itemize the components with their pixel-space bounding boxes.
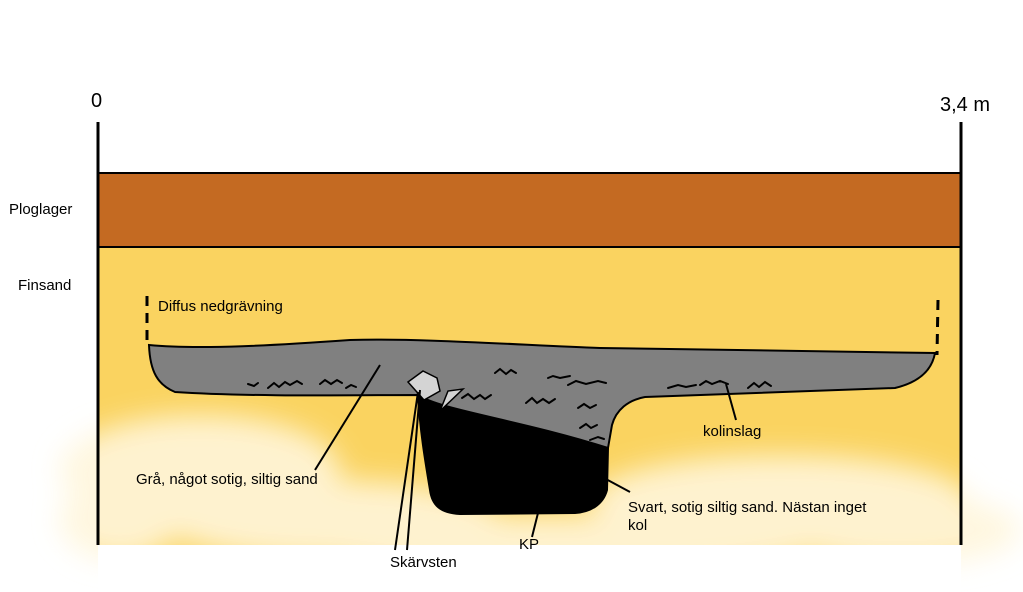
diffuse-edge-right xyxy=(935,299,940,356)
charcoal-inclusions xyxy=(247,367,772,441)
grey-sand-label: Grå, något sotig, siltig sand xyxy=(136,471,318,488)
plough-layer xyxy=(98,173,961,247)
charcoal-label: kolinslag xyxy=(703,423,762,440)
plough-layer-label: Ploglager xyxy=(9,201,73,218)
fire-stone-1 xyxy=(406,370,441,401)
fire-stone-label: Skärvsten xyxy=(390,554,457,571)
diffuse-cut-label: Diffus nedgrävning xyxy=(158,298,283,315)
fine-sand-label: Finsand xyxy=(18,277,72,294)
bottom-white xyxy=(98,545,961,592)
fire-stone-2 xyxy=(439,387,466,412)
leader-lines xyxy=(314,364,737,551)
scale-start-label: 0 xyxy=(91,90,103,112)
scale-end-label: 3,4 m xyxy=(940,94,991,116)
kp-label: KP xyxy=(519,536,540,553)
grey-sand-fill xyxy=(147,338,937,450)
black-sand-label: Svart, sotig siltig sand. Nästan inget k… xyxy=(628,499,867,534)
